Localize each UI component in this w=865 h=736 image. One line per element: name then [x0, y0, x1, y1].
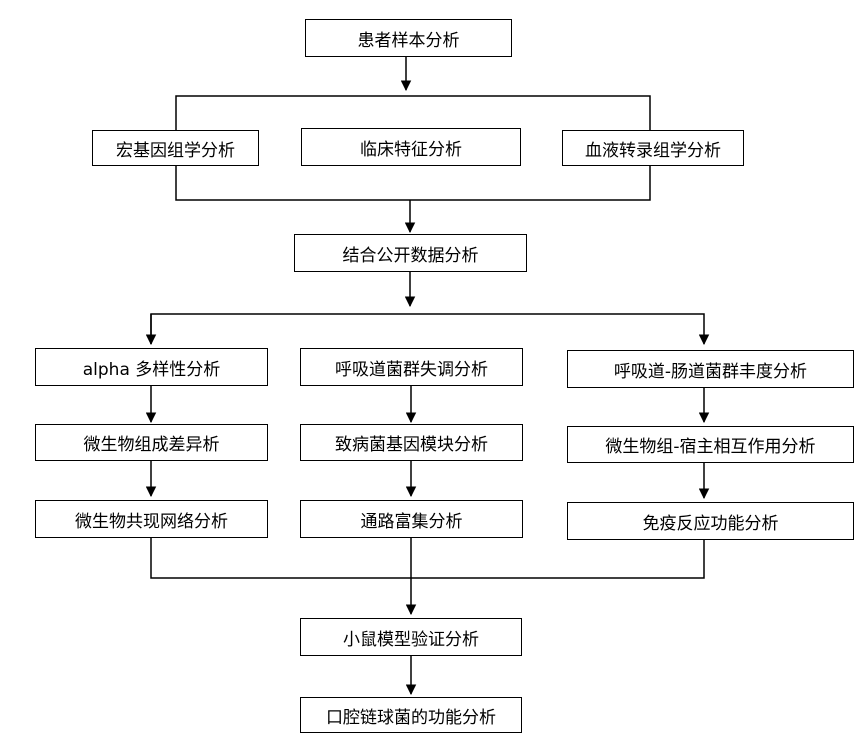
node-streptococcus: 口腔链球菌的功能分析 [300, 697, 522, 733]
bracket-row1-bottom [175, 165, 651, 201]
node-public-data: 结合公开数据分析 [294, 234, 527, 272]
node-gut-lung-abundance: 呼吸道-肠道菌群丰度分析 [567, 350, 854, 388]
node-blood-transcriptomics: 血液转录组学分析 [562, 130, 744, 166]
node-pathway: 通路富集分析 [300, 500, 523, 538]
node-patient-sample: 患者样本分析 [305, 19, 512, 57]
node-respiratory-dysbiosis: 呼吸道菌群失调分析 [300, 348, 523, 386]
node-host-interaction: 微生物组-宿主相互作用分析 [567, 426, 854, 463]
node-cooccurrence: 微生物共现网络分析 [35, 500, 268, 538]
bracket-bottom [150, 538, 705, 579]
node-alpha-diversity: alpha 多样性分析 [35, 348, 268, 386]
bracket-row2 [150, 313, 710, 346]
node-clinical: 临床特征分析 [301, 128, 521, 166]
bracket-row1 [175, 95, 651, 130]
node-metagenomics: 宏基因组学分析 [92, 130, 259, 166]
node-immune: 免疫反应功能分析 [567, 502, 854, 540]
node-mouse-model: 小鼠模型验证分析 [300, 618, 522, 656]
node-differential: 微生物组成差异析 [35, 424, 268, 461]
node-pathogen-modules: 致病菌基因模块分析 [300, 424, 523, 461]
